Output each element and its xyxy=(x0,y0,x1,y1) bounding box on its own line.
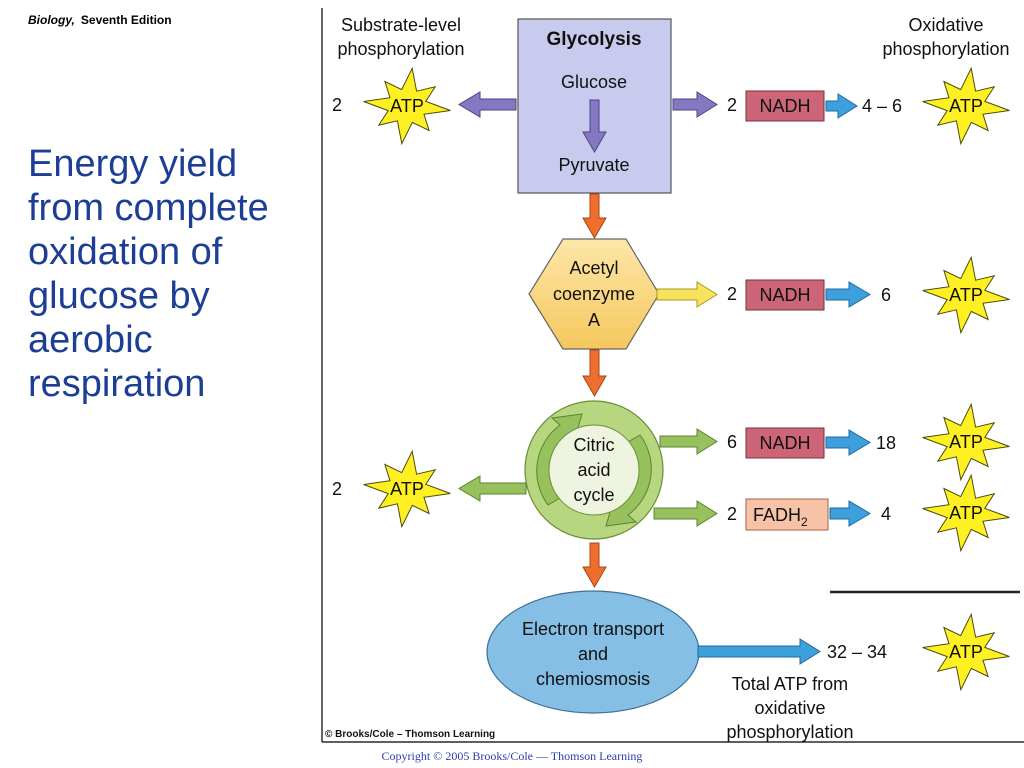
carrier-blue-arrow xyxy=(825,429,871,456)
atp-star-label: ATP xyxy=(949,285,983,305)
atp-star: ATP xyxy=(922,255,1010,335)
citric-label-3: cycle xyxy=(573,485,614,505)
atp-star-label: ATP xyxy=(390,479,424,499)
atp-star-shape xyxy=(922,66,1010,146)
atp-star-label: ATP xyxy=(949,432,983,452)
carrier-blue-arrow xyxy=(829,500,871,527)
atp-star-shape xyxy=(922,473,1010,553)
glycolysis-title: Glycolysis xyxy=(546,29,641,50)
fadh-subscript: 2 xyxy=(801,515,808,529)
book-edition: Seventh Edition xyxy=(80,13,172,27)
carrier-name: NADH xyxy=(759,433,810,453)
citric-left-arrow xyxy=(458,475,527,502)
carrier-count: 2 xyxy=(727,95,737,115)
carrier-blue-arrow xyxy=(825,281,871,308)
nadh-box xyxy=(745,279,825,311)
carrier-count: 2 xyxy=(727,284,737,304)
copyright-footer: Copyright © 2005 Brooks/Cole — Thomson L… xyxy=(381,749,643,763)
citric-label-1: Citric xyxy=(574,435,615,455)
acetyl-label-1: Acetyl xyxy=(569,258,618,278)
carrier-name: NADH xyxy=(759,96,810,116)
carrier-name: NADH xyxy=(759,285,810,305)
glycolysis-right-arrow xyxy=(672,91,718,118)
total-label-1: Total ATP from xyxy=(732,674,848,694)
substrate-yield-citric: 2 xyxy=(332,479,342,499)
citric-fadh-arrow xyxy=(653,500,718,527)
fadh-name: FADH xyxy=(753,505,801,525)
book-title: Biology, xyxy=(28,13,75,27)
acetyl-label-3: A xyxy=(588,310,600,330)
atp-star-shape xyxy=(363,66,451,146)
atp-star: ATP xyxy=(922,612,1010,692)
atp-star-label: ATP xyxy=(949,96,983,116)
nadh-box xyxy=(745,90,825,122)
atp-star-shape xyxy=(922,612,1010,692)
fadh-box xyxy=(745,498,829,531)
atp-star: ATP xyxy=(922,402,1010,482)
atp-star-shape xyxy=(922,255,1010,335)
carrier-atp-yield: 4 xyxy=(881,504,891,524)
atp-star-shape xyxy=(922,402,1010,482)
acetyl-coa-hexagon xyxy=(528,238,660,350)
total-label-2: oxidative xyxy=(754,698,825,718)
citric-nadh-arrow xyxy=(659,428,718,455)
glucose-label: Glucose xyxy=(561,72,627,92)
et-label-1: Electron transport xyxy=(522,619,664,639)
carrier-count: 2 xyxy=(727,504,737,524)
arrow-glycolysis-to-acetyl xyxy=(582,193,607,240)
acetyl-right-arrow xyxy=(656,281,718,308)
oxidative-heading: Oxidative xyxy=(908,15,983,35)
book-header: Biology, Seventh Edition xyxy=(28,13,172,27)
carrier-atp-yield: 18 xyxy=(876,433,896,453)
citric-acid-center xyxy=(548,424,640,516)
atp-star: ATP xyxy=(363,449,451,529)
substrate-heading-2: phosphorylation xyxy=(337,39,464,59)
pyruvate-label: Pyruvate xyxy=(558,155,629,175)
substrate-yield-glycolysis: 2 xyxy=(332,95,342,115)
atp-stars: ATP ATP ATP ATP ATP ATP ATP xyxy=(363,66,1010,692)
glucose-to-pyruvate-arrow xyxy=(582,99,607,154)
carrier-row-citric-nadh: 6 NADH 18 xyxy=(727,427,896,459)
carrier-row-glycolysis: 2 NADH 4 – 6 xyxy=(727,90,902,122)
atp-star: ATP xyxy=(922,473,1010,553)
glycolysis-left-arrow xyxy=(458,91,517,118)
carrier-atp-yield: 4 – 6 xyxy=(862,96,902,116)
et-total-arrow xyxy=(697,638,821,665)
carrier-row-acetyl: 2 NADH 6 xyxy=(727,279,891,311)
et-label-3: chemiosmosis xyxy=(536,669,650,689)
nadh-box xyxy=(745,427,825,459)
total-atp-value: 32 – 34 xyxy=(827,642,887,662)
substrate-heading: Substrate-level xyxy=(341,15,461,35)
carrier-count: 6 xyxy=(727,432,737,452)
acetyl-label-2: coenzyme xyxy=(553,284,635,304)
carrier-blue-arrow xyxy=(825,93,858,119)
arrow-citric-to-et xyxy=(582,542,607,589)
carrier-name: FADH2 xyxy=(753,505,808,529)
oxidative-heading-2: phosphorylation xyxy=(882,39,1009,59)
et-label-2: and xyxy=(578,644,608,664)
carrier-row-citric-fadh: 2 FADH2 4 xyxy=(727,498,891,531)
atp-star-shape xyxy=(363,449,451,529)
atp-star-label: ATP xyxy=(390,96,424,116)
figure-credit: © Brooks/Cole – Thomson Learning xyxy=(325,729,495,740)
atp-star-label: ATP xyxy=(949,642,983,662)
citric-label-2: acid xyxy=(577,460,610,480)
atp-star-label: ATP xyxy=(949,503,983,523)
carrier-atp-yield: 6 xyxy=(881,285,891,305)
arrow-acetyl-to-citric xyxy=(582,349,607,398)
total-label-3: phosphorylation xyxy=(726,722,853,742)
slide-title: Energy yield from complete oxidation of … xyxy=(28,143,269,405)
atp-star: ATP xyxy=(922,66,1010,146)
atp-star: ATP xyxy=(363,66,451,146)
